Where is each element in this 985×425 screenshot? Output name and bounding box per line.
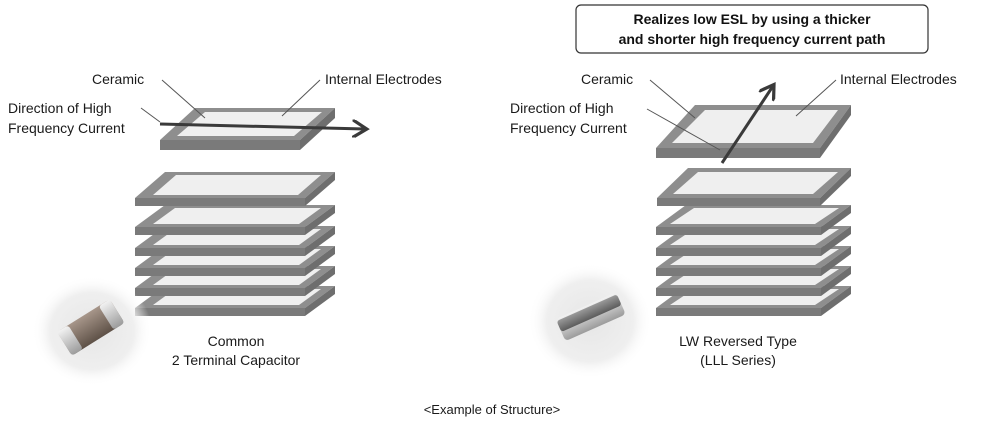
right-plate xyxy=(657,168,851,206)
right-top-plate xyxy=(656,105,851,158)
right-direction-leader xyxy=(646,108,721,151)
right-current-arrow xyxy=(720,86,773,164)
right-chip-photo xyxy=(528,263,652,379)
right-electrodes-leader xyxy=(795,79,837,117)
callout-line-1: Realizes low ESL by using a thicker xyxy=(633,11,871,27)
left-caption-line2: 2 Terminal Capacitor xyxy=(172,352,300,368)
right-ceramic-label: Ceramic xyxy=(581,71,633,87)
right-caption-line1: LW Reversed Type xyxy=(679,333,797,349)
right-caption-line2: (LLL Series) xyxy=(700,352,776,368)
left-direction-label-line2: Frequency Current xyxy=(8,120,125,136)
right-ceramic-leader xyxy=(649,79,696,119)
left-plate-stack xyxy=(135,172,335,316)
left-top-plate xyxy=(160,108,335,150)
left-electrodes-leader xyxy=(281,79,321,117)
right-internal-electrode xyxy=(672,110,838,143)
callout-line-2: and shorter high frequency current path xyxy=(619,31,886,47)
right-plate xyxy=(656,205,851,235)
left-structure: Ceramic Internal Electrodes Direction of… xyxy=(8,71,442,386)
left-plate xyxy=(135,205,335,235)
left-ceramic-label: Ceramic xyxy=(92,71,144,87)
right-electrodes-label: Internal Electrodes xyxy=(840,71,957,87)
left-direction-label-line1: Direction of High xyxy=(8,100,112,116)
left-internal-electrode xyxy=(177,112,322,136)
left-ceramic-leader xyxy=(161,79,206,119)
right-structure: Ceramic Internal Electrodes Direction of… xyxy=(510,71,957,379)
right-direction-label-line1: Direction of High xyxy=(510,100,614,116)
callout-box: Realizes low ESL by using a thicker and … xyxy=(575,4,929,54)
left-plate xyxy=(135,172,335,206)
left-direction-leader xyxy=(140,107,161,123)
right-plate-stack xyxy=(656,168,851,316)
right-direction-label-line2: Frequency Current xyxy=(510,120,627,136)
left-caption-line1: Common xyxy=(208,333,265,349)
left-electrodes-label: Internal Electrodes xyxy=(325,71,442,87)
structure-caption: <Example of Structure> xyxy=(424,402,561,417)
left-current-arrow xyxy=(159,124,365,129)
left-chip-photo xyxy=(32,276,152,386)
